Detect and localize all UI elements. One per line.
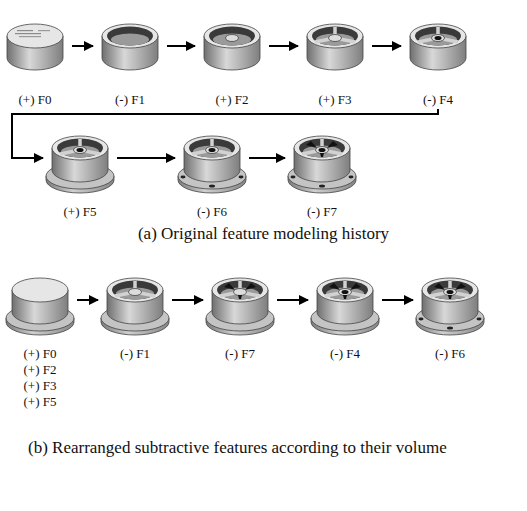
part-body [7,24,63,70]
part-pocket [322,281,368,300]
part-boss [316,147,329,154]
feature-step: (+) F0(+) F2(+) F3(+) F5 [5,262,75,410]
part-pocket [299,139,345,158]
part-body [102,24,158,70]
sequence-arrow [12,109,438,158]
part-cuts [306,141,338,157]
part-pocket [112,281,158,300]
feature-step: (+) F5 [45,120,115,220]
part-pocket [312,27,358,46]
sequence-arrow [167,45,195,47]
part-ribs [315,27,355,42]
feature-step: (-) F6 [415,262,485,362]
feature-step: (-) F7 [287,120,357,220]
part-boss [226,35,239,42]
part-boss [339,289,352,296]
sequence-arrow [269,45,298,47]
part-hole [435,36,442,40]
part-ribs [302,139,342,154]
part-ribs [220,281,260,296]
feature-label: (-) F7 [225,346,255,362]
part-ribs [115,281,155,296]
part-body [307,24,363,70]
part-hole [447,290,454,294]
part-boss [329,35,342,42]
part-body [12,278,68,324]
figure-caption: (a) Original feature modeling history [0,223,527,244]
feature-label: (-) F4 [423,92,453,108]
feature-label: (+) F2 [24,362,57,378]
part-ribs [325,281,365,296]
part-cuts [329,283,361,299]
part-boss [129,289,142,296]
part-hole [342,290,349,294]
sequence-arrow [172,299,203,301]
feature-label: (-) F1 [115,92,145,108]
feature-step: (-) F7 [205,262,275,362]
part-cuts [224,283,256,299]
part-boss [74,147,87,154]
feature-label: (+) F5 [24,394,57,410]
feature-label: (+) F0 [24,346,57,362]
part-hole [319,148,326,152]
feature-step: (-) F4 [403,8,473,108]
part-ribs [192,139,232,154]
feature-step: (+) F2 [197,8,267,108]
part-body [204,24,260,70]
feature-label: (-) F7 [307,204,337,220]
part-body [294,136,350,182]
feature-label: (+) F0 [19,92,52,108]
feature-step: (-) F4 [310,262,380,362]
part-body [410,24,466,70]
part-body [422,278,478,324]
part-pocket [427,281,473,300]
part-pocket [209,27,255,46]
part-boss [432,35,445,42]
feature-label: (-) F6 [197,204,227,220]
feature-label: (-) F4 [330,346,360,362]
part-pocket [107,27,153,46]
part-body [317,278,373,324]
part-boss [444,289,457,296]
sequence-arrow [372,45,401,47]
feature-step: (-) F1 [95,8,165,108]
part-pocket [415,27,461,46]
part-body [184,136,240,182]
feature-label: (+) F5 [64,204,97,220]
feature-step: (+) F3 [300,8,370,108]
feature-label: (-) F6 [435,346,465,362]
sequence-arrow [277,299,308,301]
part-pocket [57,139,103,158]
feature-label: (+) F3 [319,92,352,108]
part-body [52,136,108,182]
part-boss [206,147,219,154]
sequence-arrow [72,45,93,47]
part-pocket [189,139,235,158]
part-ribs [60,139,100,154]
part-body [212,278,268,324]
feature-label: (-) F1 [120,346,150,362]
part-hole [77,148,84,152]
sequence-arrow [382,299,413,301]
figure-caption: (b) Rearranged subtractive features acco… [28,437,473,458]
sequence-arrow [77,299,98,301]
feature-step: (-) F1 [100,262,170,362]
part-body [107,278,163,324]
part-boss [234,289,247,296]
part-ribs [418,27,458,42]
sequence-arrow [249,157,285,159]
sequence-arrow [117,157,175,159]
part-cuts [434,283,466,299]
part-pocket [217,281,263,300]
part-ribs [430,281,470,296]
feature-step: (-) F6 [177,120,247,220]
feature-step: (+) F0 [0,8,70,108]
part-hole [209,148,216,152]
feature-label: (+) F3 [24,378,57,394]
part-marking [15,30,50,37]
feature-label: (+) F2 [216,92,249,108]
